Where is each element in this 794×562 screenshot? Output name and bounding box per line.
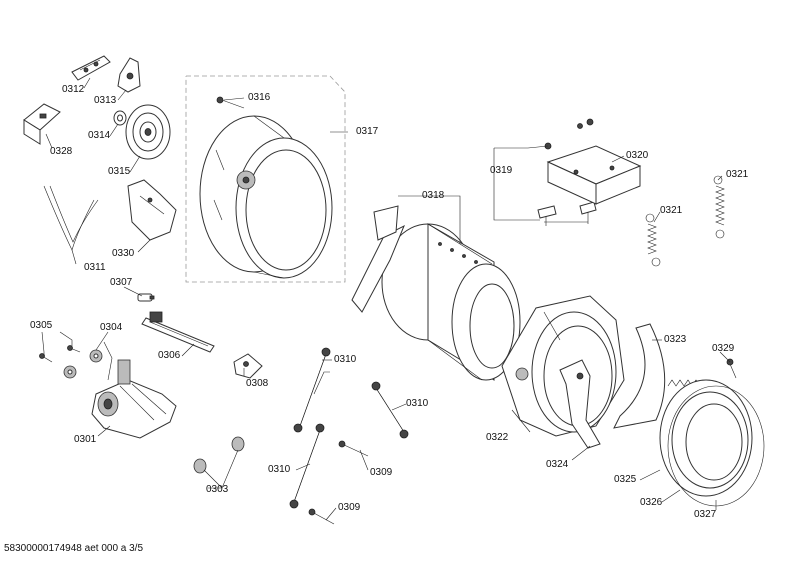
part-0320-counterweight [546,145,642,205]
label-0312: 0312 [62,84,85,95]
label-0321-right: 0321 [726,169,749,180]
part-0310-damper-middle [371,381,409,439]
label-0320: 0320 [626,150,649,161]
part-0306-heater [141,311,215,353]
part-0317-tub-rear [199,115,333,279]
part-0316-bolt [216,96,245,109]
label-0316: 0316 [248,92,271,103]
label-0313: 0313 [94,95,117,106]
label-0323: 0323 [664,334,687,345]
label-0330: 0330 [112,248,135,259]
label-0321-left: 0321 [660,205,683,216]
label-0310-middle: 0310 [406,398,429,409]
label-0326: 0326 [640,497,663,508]
part-0309-bolt-upper [338,440,369,457]
label-0310-upper: 0310 [334,354,357,365]
label-0304: 0304 [100,322,123,333]
label-0308: 0308 [246,378,269,389]
part-0304-grommets [63,349,103,379]
label-0322: 0322 [486,432,509,443]
part-0305-screws [39,345,81,363]
part-0314-washer [113,110,127,126]
label-0305: 0305 [30,320,53,331]
label-0329: 0329 [712,343,735,354]
part-0310-damper-lower [289,423,325,509]
label-0327: 0327 [694,509,717,520]
label-0309-lower: 0309 [338,502,361,513]
part-0312-bracket [71,55,111,81]
label-0325: 0325 [614,474,637,485]
part-0308-bracket [233,353,263,379]
part-0324-support [559,359,601,449]
label-0311: 0311 [84,262,106,273]
label-0307: 0307 [110,277,133,288]
label-0315: 0315 [108,166,131,177]
part-0326-door-gasket [659,379,753,497]
part-0321-spring-left [645,213,661,267]
label-0324: 0324 [546,459,569,470]
part-0311-drive-belt [43,185,99,251]
part-0321-spring-right [713,175,725,239]
label-0306: 0306 [158,350,181,361]
part-0313-bracket [117,57,141,93]
label-0317: 0317 [356,126,379,137]
part-0330-bracket [127,179,177,241]
part-0329-screw [726,358,737,379]
part-0309-bolt-lower [308,508,335,525]
part-0328-bracket [23,103,61,145]
label-0318: 0318 [422,190,445,201]
part-0303-grommets [193,436,245,474]
label-0314: 0314 [88,130,111,141]
tub-rear-group-frame [185,75,346,283]
part-0315-pulley [125,104,171,160]
label-0310-lower: 0310 [268,464,291,475]
label-0328: 0328 [50,146,73,157]
label-0301: 0301 [74,434,97,445]
label-0303: 0303 [206,484,229,495]
label-0319: 0319 [490,165,513,176]
part-0319-fasteners [537,118,597,226]
leader-lines [41,77,731,521]
part-0318-drum [351,205,521,381]
part-0310-damper-upper [293,347,331,433]
document-footer-code: 58300000174948 aet 000 a 3/5 [4,543,144,554]
label-0309-upper: 0309 [370,467,393,478]
part-0323-ring [613,323,666,429]
part-0301-motor [91,359,177,439]
